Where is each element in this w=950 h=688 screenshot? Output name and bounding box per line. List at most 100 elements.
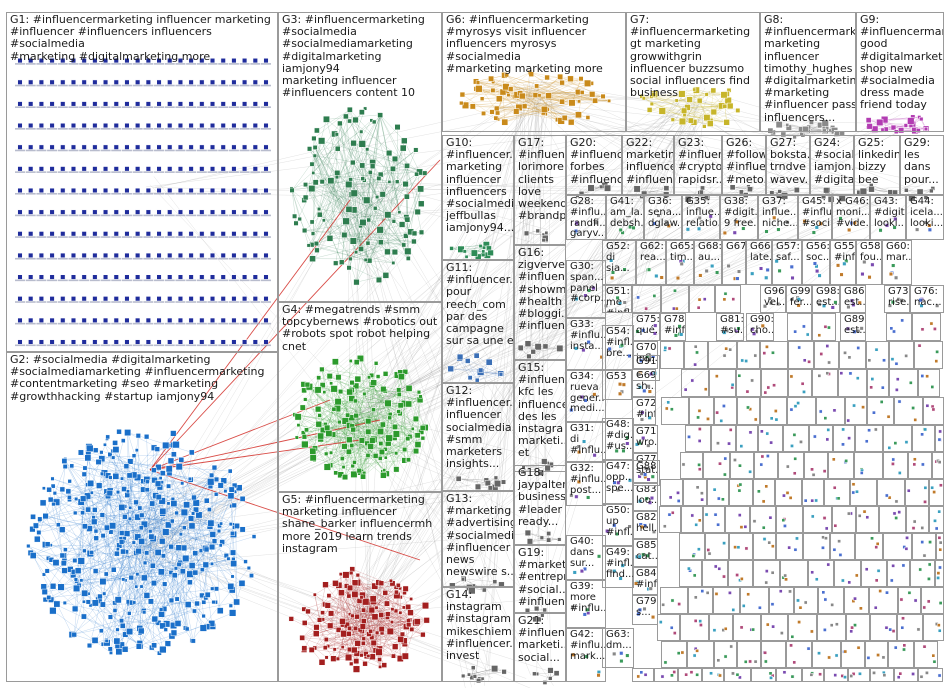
group-label-g13: G13: #marketing #advertising #socialmedi… xyxy=(446,493,514,578)
group-box-g54: G54: #infl... bre... xyxy=(602,325,634,370)
group-box-g73: G73: rise... xyxy=(884,285,910,313)
group-label-g55: G55: #infl... xyxy=(834,242,856,264)
group-label-g44: G44: icela... looki... xyxy=(910,197,943,229)
group-box-g34: G34: rueva gener... medi... xyxy=(566,370,606,422)
group-label-g23: G23: #influen... #crypto rapidsr... xyxy=(678,137,722,186)
group-label-g78: G78: #infl... xyxy=(664,315,686,337)
group-label-g36: G36: sena... dglaw... xyxy=(648,197,682,229)
group-label-g50: G50: up #infl... xyxy=(606,506,634,538)
group-label-g91: G91 xyxy=(636,357,656,368)
group-box-g44: G44: icela... looki... xyxy=(906,195,944,240)
group-box-g84: G84: #inf... xyxy=(632,567,658,595)
group-box-g63: G63: dm... xyxy=(602,628,634,668)
group-box-g49: G49: #infl... find... xyxy=(602,546,634,588)
group-label-g3: G3: #influencermarketing #socialmedia #s… xyxy=(282,14,441,99)
group-label-g30: G30: span... panel #corp... xyxy=(570,262,606,305)
group-label-g57: G57: saf... xyxy=(776,242,800,264)
group-box-g4: G4: #megatrends #smm topcybernews #robot… xyxy=(278,302,442,492)
group-box-g22: G22: marketing influencer #influen... xyxy=(622,135,674,195)
group-box-g72: G72: #inf... xyxy=(632,397,656,425)
group-box-g15: G15: #influen... kfc les influencer des … xyxy=(514,360,566,472)
group-box-g21: G21: #influen... marketi... social... xyxy=(514,613,566,682)
group-label-g48: G48: #dig... #us... xyxy=(606,420,634,452)
group-label-g90: G90: cho... xyxy=(750,315,774,337)
group-label-g51: G51: me #infl... xyxy=(606,287,632,313)
group-label-g43: G43: #digit... looki... xyxy=(874,197,906,229)
group-label-g67: G67 xyxy=(726,242,746,253)
group-box-g53: G53 xyxy=(602,370,632,400)
group-label-g8: G8: #influencermark... marketing influen… xyxy=(764,14,856,124)
group-label-g45: G45: #influ... #soci... xyxy=(802,197,832,229)
group-box-g86: G86: est... xyxy=(840,285,866,313)
group-box-g60: G60: mar... xyxy=(882,240,912,285)
group-box-g40: G40: dans sur... xyxy=(566,535,606,580)
group-box-g37: G37: influe... niche... xyxy=(758,195,798,240)
group-label-g35: G35: influe... relatio... xyxy=(686,197,720,229)
group-label-g89: G89: est... xyxy=(844,315,866,337)
group-box-g71: G71: wro... xyxy=(632,425,658,453)
group-label-g98: G98: est... xyxy=(816,287,840,309)
group-box-g12: G12: #influencer... influencer socialmed… xyxy=(442,383,514,491)
group-label-g65: G65: tim... xyxy=(670,242,694,264)
group-box-g91: G91 xyxy=(632,355,660,381)
group-label-g58: G58: fou... xyxy=(860,242,882,264)
group-label-g96: G96: vel... xyxy=(764,287,786,309)
group-label-g71: G71: wro... xyxy=(636,427,658,449)
group-box-g17: G17: #influen... lorimore... clients lov… xyxy=(514,135,566,245)
group-box-g81: G81: #su... xyxy=(716,313,744,341)
group-label-g12: G12: #influencer... influencer socialmed… xyxy=(446,385,514,470)
group-box-g58: G58: fou... xyxy=(856,240,882,285)
group-label-g19: G19: #market... #entrepr... #social... #… xyxy=(518,547,566,608)
group-label-g21: G21: #influen... marketi... social... xyxy=(518,615,566,664)
group-label-g26: G26: #follow... #influe... #meto... xyxy=(726,137,766,186)
group-label-g72: G72: #inf... xyxy=(636,399,656,421)
group-box-g78: G78: #infl... xyxy=(660,313,686,341)
group-box-g25: G25: linkedin bizzy bee xyxy=(854,135,900,195)
group-label-g27: G27: boksta... trndve wavev... xyxy=(770,137,810,186)
group-box-g5: G5: #influencermarketing marketing influ… xyxy=(278,492,442,682)
group-label-g42: G42: #influ... mark... xyxy=(570,630,606,662)
group-box-g62: G62: rea... xyxy=(636,240,666,285)
group-label-g10: G10: #influencer... marketing influencer… xyxy=(446,137,514,235)
group-label-g54: G54: #infl... bre... xyxy=(606,327,634,359)
group-box-g27: G27: boksta... trndve wavev... xyxy=(766,135,810,195)
group-label-g83: G83: loo... xyxy=(636,485,658,507)
group-box-g24: G24: #social... iamjon... #digital... xyxy=(810,135,854,195)
group-box-g88: G88 xyxy=(632,460,660,486)
group-label-g47: G47: opp... spe... xyxy=(606,462,634,494)
group-label-g49: G49: #infl... find... xyxy=(606,548,634,580)
group-label-g79: G79: s... xyxy=(636,597,658,619)
group-label-g38: G38: #digit... 9 free... xyxy=(724,197,758,229)
group-label-g99: G99: fer... xyxy=(790,287,812,309)
group-label-g84: G84: #inf... xyxy=(636,569,658,591)
group-box-g38: G38: #digit... 9 free... xyxy=(720,195,758,240)
group-label-g6: G6: #influencermarketing #myrosys visit … xyxy=(446,14,625,75)
group-label-g25: G25: linkedin bizzy bee xyxy=(858,137,900,186)
group-label-g63: G63: dm... xyxy=(606,630,632,652)
group-box-g6: G6: #influencermarketing #myrosys visit … xyxy=(442,12,626,132)
group-box-g16: G16: zigverve #influen... #showmb #healt… xyxy=(514,245,566,360)
group-label-g52: G52: di sia... xyxy=(606,242,630,274)
group-label-g66: G66: late... xyxy=(750,242,772,264)
group-box-g57: G57: saf... xyxy=(772,240,802,285)
group-box-g96: G96: vel... xyxy=(760,285,786,313)
group-label-g4: G4: #megatrends #smm topcybernews #robot… xyxy=(282,304,441,353)
group-box-g43: G43: #digit... looki... xyxy=(870,195,906,240)
group-label-g28: G28: #influ... randfi... garyv... xyxy=(570,197,606,240)
group-box-g67: G67 xyxy=(722,240,746,285)
group-box-g41: G41: am_la... debsh... xyxy=(606,195,644,240)
group-label-g15: G15: #influen... kfc les influencer des … xyxy=(518,362,566,460)
group-label-g14: G14: instagram #instagram mikeschiem... … xyxy=(446,589,514,662)
group-label-g68: G68: au... xyxy=(698,242,722,264)
group-box-g99: G99: fer... xyxy=(786,285,812,313)
group-box-g90: G90: cho... xyxy=(746,313,774,341)
group-label-g20: G20: #influenc... forbes #influenc... xyxy=(570,137,622,186)
group-box-g98: G98: est... xyxy=(812,285,840,313)
group-label-g75: G75: qué... xyxy=(636,315,660,337)
group-label-g82: G82: hell... xyxy=(636,513,658,535)
group-box-g26: G26: #follow... #influe... #meto... xyxy=(722,135,766,195)
group-label-g1: G1: #influencermarketing influencer mark… xyxy=(10,14,277,63)
group-label-g60: G60: mar... xyxy=(886,242,912,264)
group-label-g7: G7: #influencermarketing gt marketing gr… xyxy=(630,14,759,99)
